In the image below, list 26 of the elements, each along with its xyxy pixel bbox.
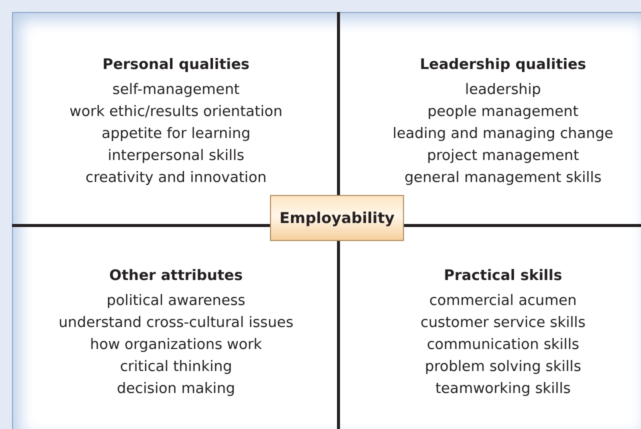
- list-item: political awareness: [106, 292, 246, 311]
- list-item: communication skills: [426, 336, 580, 355]
- list-item: decision making: [116, 380, 236, 399]
- list-item: problem solving skills: [424, 358, 582, 377]
- center-box: [270, 195, 404, 241]
- list-item: creativity and innovation: [84, 169, 268, 188]
- list-item: general management skills: [403, 169, 603, 188]
- list-item: work ethic/results orientation: [68, 103, 284, 122]
- list-item: interpersonal skills: [106, 147, 246, 166]
- list-item: customer service skills: [419, 314, 587, 333]
- list-item: teamworking skills: [434, 380, 572, 399]
- center-label: Employability: [279, 209, 395, 227]
- list-item: how organizations work: [89, 336, 263, 355]
- list-item: leading and managing change: [392, 125, 614, 144]
- quadrant-heading: Other attributes: [108, 267, 244, 286]
- list-item: self-management: [111, 81, 241, 100]
- list-item: project management: [426, 147, 580, 166]
- quadrant-heading: Leadership qualities: [418, 56, 588, 75]
- list-item: critical thinking: [118, 358, 234, 377]
- list-item: people management: [426, 103, 580, 122]
- list-item: appetite for learning: [100, 125, 252, 144]
- list-item: understand cross-cultural issues: [58, 314, 294, 333]
- quadrant-heading: Personal qualities: [101, 56, 251, 75]
- quadrant-heading: Practical skills: [442, 267, 564, 286]
- list-item: commercial acumen: [428, 292, 578, 311]
- list-item: leadership: [464, 81, 542, 100]
